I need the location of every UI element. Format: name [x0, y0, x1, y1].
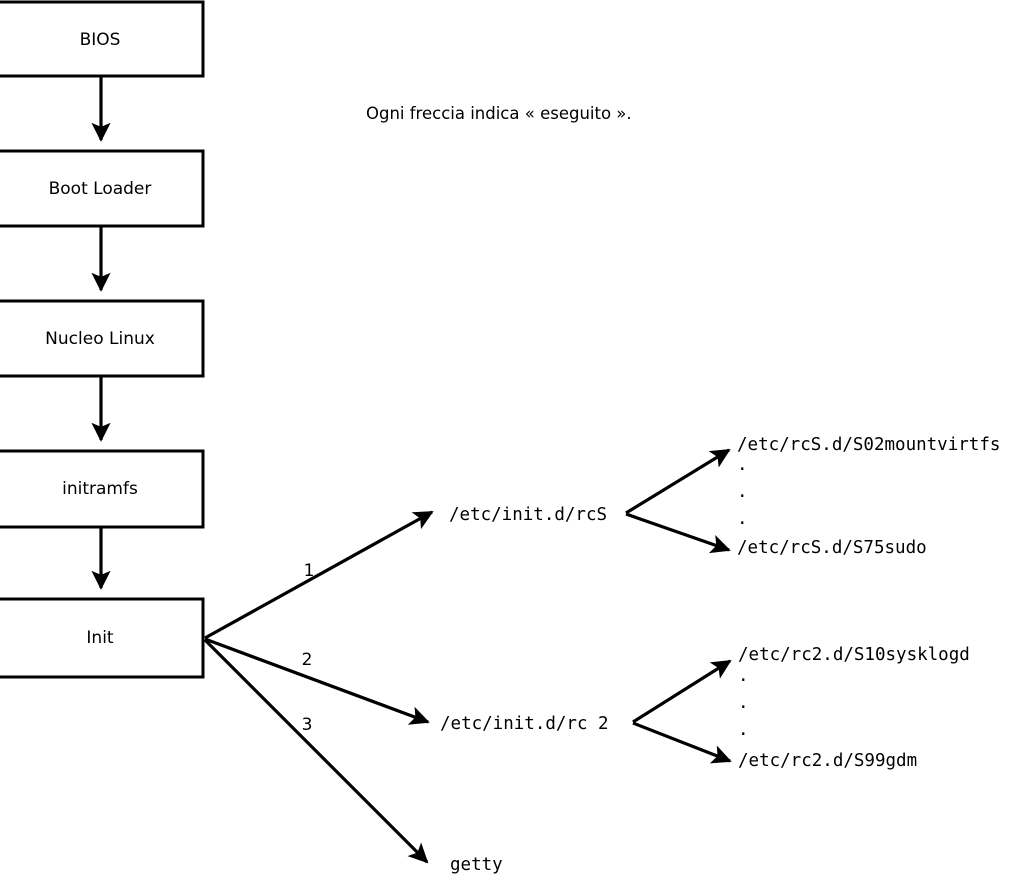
rcs-ellipsis-dot-2: .	[737, 482, 748, 502]
diagram-caption: Ogni freccia indica « eseguito ».	[366, 104, 632, 123]
rcs-ellipsis-dot-3: .	[737, 509, 748, 529]
arrow-init-to-rcs	[204, 510, 434, 640]
label-rc2-last-script[interactable]: /etc/rc2.d/S99gdm	[738, 751, 917, 771]
box-nucleo-linux-label: Nucleo Linux	[45, 329, 155, 349]
arrow-rcs-to-last-script	[625, 512, 731, 554]
box-initramfs-label: initramfs	[62, 479, 138, 499]
arrow-rcs-to-first-script	[625, 448, 731, 515]
box-nucleo-linux[interactable]: Nucleo Linux	[0, 299, 205, 378]
rcs-fanout-arrows	[625, 448, 731, 554]
box-bios-rect	[0, 0, 205, 78]
box-init-label: Init	[86, 628, 114, 648]
label-rcs-last-script[interactable]: /etc/rcS.d/S75sudo	[737, 538, 927, 558]
rc2-ellipsis-dot-1: .	[738, 666, 749, 686]
arrow-init-to-getty	[203, 638, 429, 864]
box-boot-loader-label: Boot Loader	[49, 179, 152, 199]
box-init-rect	[0, 597, 205, 679]
branch-number-1: 1	[304, 561, 315, 581]
branch-number-2: 2	[302, 650, 313, 670]
rcs-ellipsis-dot-1: .	[737, 455, 748, 475]
label-rcs-first-script[interactable]: /etc/rcS.d/S02mountvirtfs	[737, 435, 1000, 455]
box-bios[interactable]: BIOS	[0, 0, 205, 78]
init-fanout-arrows	[203, 510, 434, 864]
box-bios-label: BIOS	[80, 30, 121, 50]
label-rc2-first-script[interactable]: /etc/rc2.d/S10sysklogd	[738, 645, 970, 665]
label-getty[interactable]: getty	[450, 855, 503, 875]
rc2-ellipsis-dot-2: .	[738, 693, 749, 713]
arrow-init-to-rc2	[204, 637, 430, 725]
label-etc-init-d-rc2[interactable]: /etc/init.d/rc 2	[440, 714, 609, 734]
label-etc-init-d-rcs[interactable]: /etc/init.d/rcS	[449, 505, 607, 525]
branch-number-3: 3	[302, 715, 313, 735]
arrow-rc2-to-first-script	[632, 659, 732, 724]
box-init[interactable]: Init	[0, 597, 205, 679]
arrow-rc2-to-last-script	[632, 721, 732, 764]
box-nucleo-linux-rect	[0, 299, 205, 378]
rc2-fanout-arrows	[632, 659, 732, 764]
rc2-ellipsis-dot-3: .	[738, 720, 749, 740]
box-initramfs-rect	[0, 449, 205, 529]
box-boot-loader-rect	[0, 149, 205, 228]
box-boot-loader[interactable]: Boot Loader	[0, 149, 205, 228]
box-initramfs[interactable]: initramfs	[0, 449, 205, 529]
